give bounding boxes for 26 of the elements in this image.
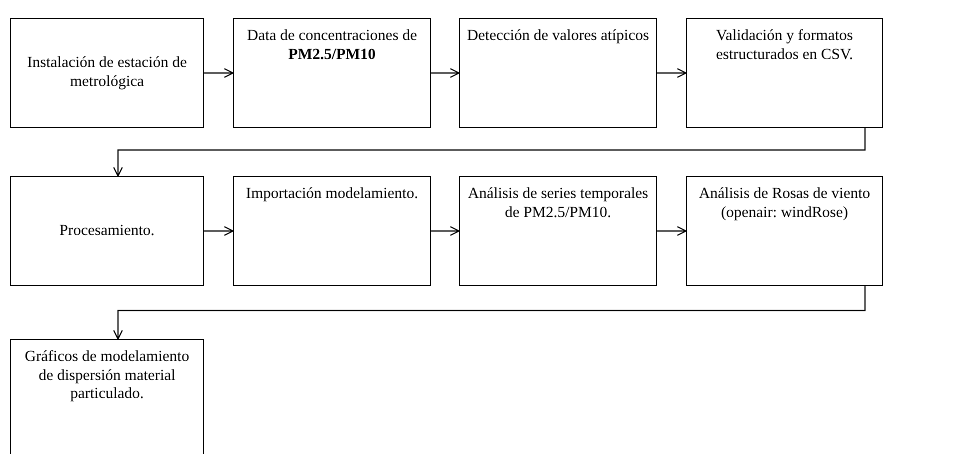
process-box [10, 176, 204, 286]
process-box [686, 176, 883, 286]
arrow [204, 68, 234, 78]
step-text: Importación modelamiento. [246, 185, 418, 204]
arrow [431, 226, 460, 236]
arrow [112, 128, 866, 177]
arrow [657, 68, 687, 78]
process-box [459, 176, 657, 286]
step-text: Instalación de estación de metrológica [26, 54, 188, 92]
arrow [657, 226, 687, 236]
arrow [431, 68, 460, 78]
step-text: Análisis de Rosas de viento (openair: windRose) [698, 185, 872, 222]
process-box [233, 18, 431, 128]
step-text: Validación y formatos estructurados en CSV. [714, 27, 854, 64]
process-box [459, 18, 657, 128]
arrow [112, 286, 866, 340]
step-text: Data de concentraciones de PM2.5/PM10 [246, 27, 418, 64]
step-text: Análisis de series temporales de PM2.5/PM10. [466, 185, 650, 222]
step-text: Procesamiento. [59, 222, 155, 240]
step-text: Detección de valores atípicos [466, 27, 650, 46]
process-box [686, 18, 883, 128]
process-box [10, 339, 204, 454]
arrow [204, 226, 234, 236]
step-text: Gráficos de modelamiento de dispersión material particulado. [24, 348, 190, 404]
process-box [10, 18, 204, 128]
process-box [233, 176, 431, 286]
